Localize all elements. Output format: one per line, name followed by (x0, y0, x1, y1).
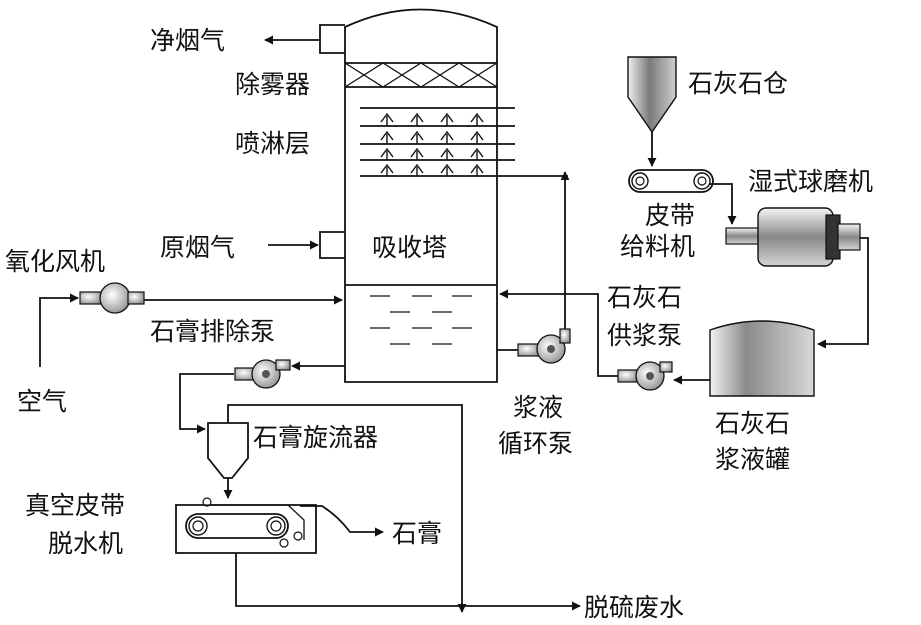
label-spray-layer: 喷淋层 (235, 129, 310, 158)
label-limestone-supply-pump-1: 石灰石 (607, 283, 682, 312)
label-desulfurization-wastewater: 脱硫废水 (584, 593, 684, 622)
vacuum-belt-dewaterer (175, 497, 317, 554)
label-vacuum-belt-dewaterer-1: 真空皮带 (25, 491, 125, 520)
absorber-tower (319, 8, 498, 383)
spray-nozzles (380, 112, 484, 176)
label-slurry-circulation-pump-1: 浆液 (513, 393, 563, 422)
label-clean-flue-gas: 净烟气 (150, 26, 225, 55)
wet-ball-mill (725, 207, 861, 267)
label-oxidation-fan: 氧化风机 (5, 247, 105, 276)
supply-to-absorber-line (499, 289, 618, 377)
label-limestone-slurry-tank-2: 浆液罐 (715, 445, 790, 474)
spray-layer (360, 107, 568, 177)
label-slurry-circulation-pump-2: 循环泵 (498, 429, 573, 458)
label-gypsum-discharge-pump: 石膏排除泵 (150, 317, 275, 346)
limestone-supply-pump (617, 361, 673, 391)
feeder-to-mill-line (710, 183, 737, 225)
gypsum-discharge-pump (234, 359, 291, 389)
cyclone-overflow-line (227, 404, 467, 613)
wastewater-line (235, 553, 581, 611)
pump-to-cyclone-line (179, 373, 234, 434)
label-wet-ball-mill: 湿式球磨机 (748, 167, 873, 196)
label-air: 空气 (17, 387, 67, 416)
gypsum-hydrocyclone (207, 422, 249, 479)
label-vacuum-belt-dewaterer-2: 脱水机 (48, 529, 123, 558)
label-absorber: 吸收塔 (372, 233, 447, 262)
label-belt-feeder-2: 给料机 (620, 232, 695, 261)
air-line (39, 293, 79, 367)
demister (344, 62, 498, 88)
label-raw-flue-gas: 原烟气 (160, 233, 235, 262)
label-limestone-silo: 石灰石仓 (688, 69, 788, 98)
label-limestone-supply-pump-2: 供浆泵 (607, 321, 682, 350)
label-belt-feeder-1: 皮带 (645, 201, 695, 230)
oxidation-fan (79, 282, 145, 314)
label-gypsum-hydrocyclone: 石膏旋流器 (253, 423, 378, 452)
label-demister: 除雾器 (235, 70, 310, 99)
slurry-circulation-pump (517, 328, 571, 364)
gypsum-output-line (300, 505, 384, 537)
limestone-silo (627, 56, 677, 134)
label-gypsum: 石膏 (392, 519, 442, 548)
mill-to-tank-line (817, 237, 869, 349)
slurry-surface (370, 295, 472, 345)
belt-feeder (628, 169, 714, 193)
limestone-slurry-tank (709, 320, 815, 397)
label-limestone-slurry-tank-1: 石灰石 (715, 409, 790, 438)
